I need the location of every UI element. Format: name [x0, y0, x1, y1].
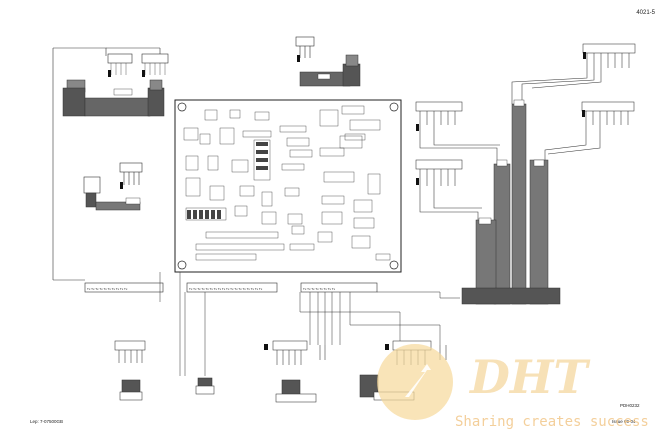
fuse-marker-2 — [142, 70, 145, 77]
strip-2-label: Tx Tx Tx Tx Tx Tx Tx Tx Tx Tx Tx Tx Tx T… — [189, 287, 263, 291]
right-connector-group — [415, 43, 636, 222]
fuse-marker-3 — [297, 55, 300, 62]
board-wires — [53, 272, 460, 376]
watermark-tagline: Sharing creates success — [455, 414, 649, 430]
control-board — [174, 99, 402, 273]
fuse-marker-7 — [582, 110, 585, 117]
bottom-connector-2 — [195, 377, 215, 395]
strip-3-label: Tx Tx Tx Tx Tx Tx Tx Tx — [303, 287, 336, 291]
left-mid-connector-group — [119, 162, 143, 185]
motor-housing-right — [461, 99, 561, 305]
fuse-marker-4 — [120, 182, 123, 189]
watermark-mark — [377, 344, 453, 420]
footer-right-issue: Issue 09-04 — [612, 419, 636, 424]
document-code: 4021-5 — [636, 10, 655, 16]
fuse-marker-1 — [108, 70, 111, 77]
terminal-strips — [84, 282, 378, 293]
fuse-marker-6 — [416, 124, 419, 131]
watermark-logo: DHT — [470, 350, 588, 404]
bottom-connector-3 — [272, 340, 317, 403]
bottom-connector-1 — [114, 340, 146, 401]
footer-right-code: PDH0232 — [620, 403, 640, 408]
footer-left-code: Lep: 7-07500GB — [30, 419, 64, 424]
top-center-connector-group — [295, 36, 315, 58]
motor-housing-top-center — [299, 54, 361, 87]
motor-housing-top-left — [62, 79, 165, 117]
fuse-marker-8 — [416, 178, 419, 185]
strip-1-label: Tx Tx Tx Tx Tx Tx Tx Tx Tx Tx — [87, 287, 128, 291]
fuse-marker-10 — [385, 344, 389, 350]
sensor-housing-left-mid — [83, 176, 141, 211]
top-left-connector-group — [52, 47, 169, 280]
fuse-marker-5 — [583, 52, 586, 59]
fuse-marker-9 — [264, 344, 268, 350]
terminal-strip-labels: Tx Tx Tx Tx Tx Tx Tx Tx Tx Tx Tx Tx Tx T… — [87, 287, 336, 291]
